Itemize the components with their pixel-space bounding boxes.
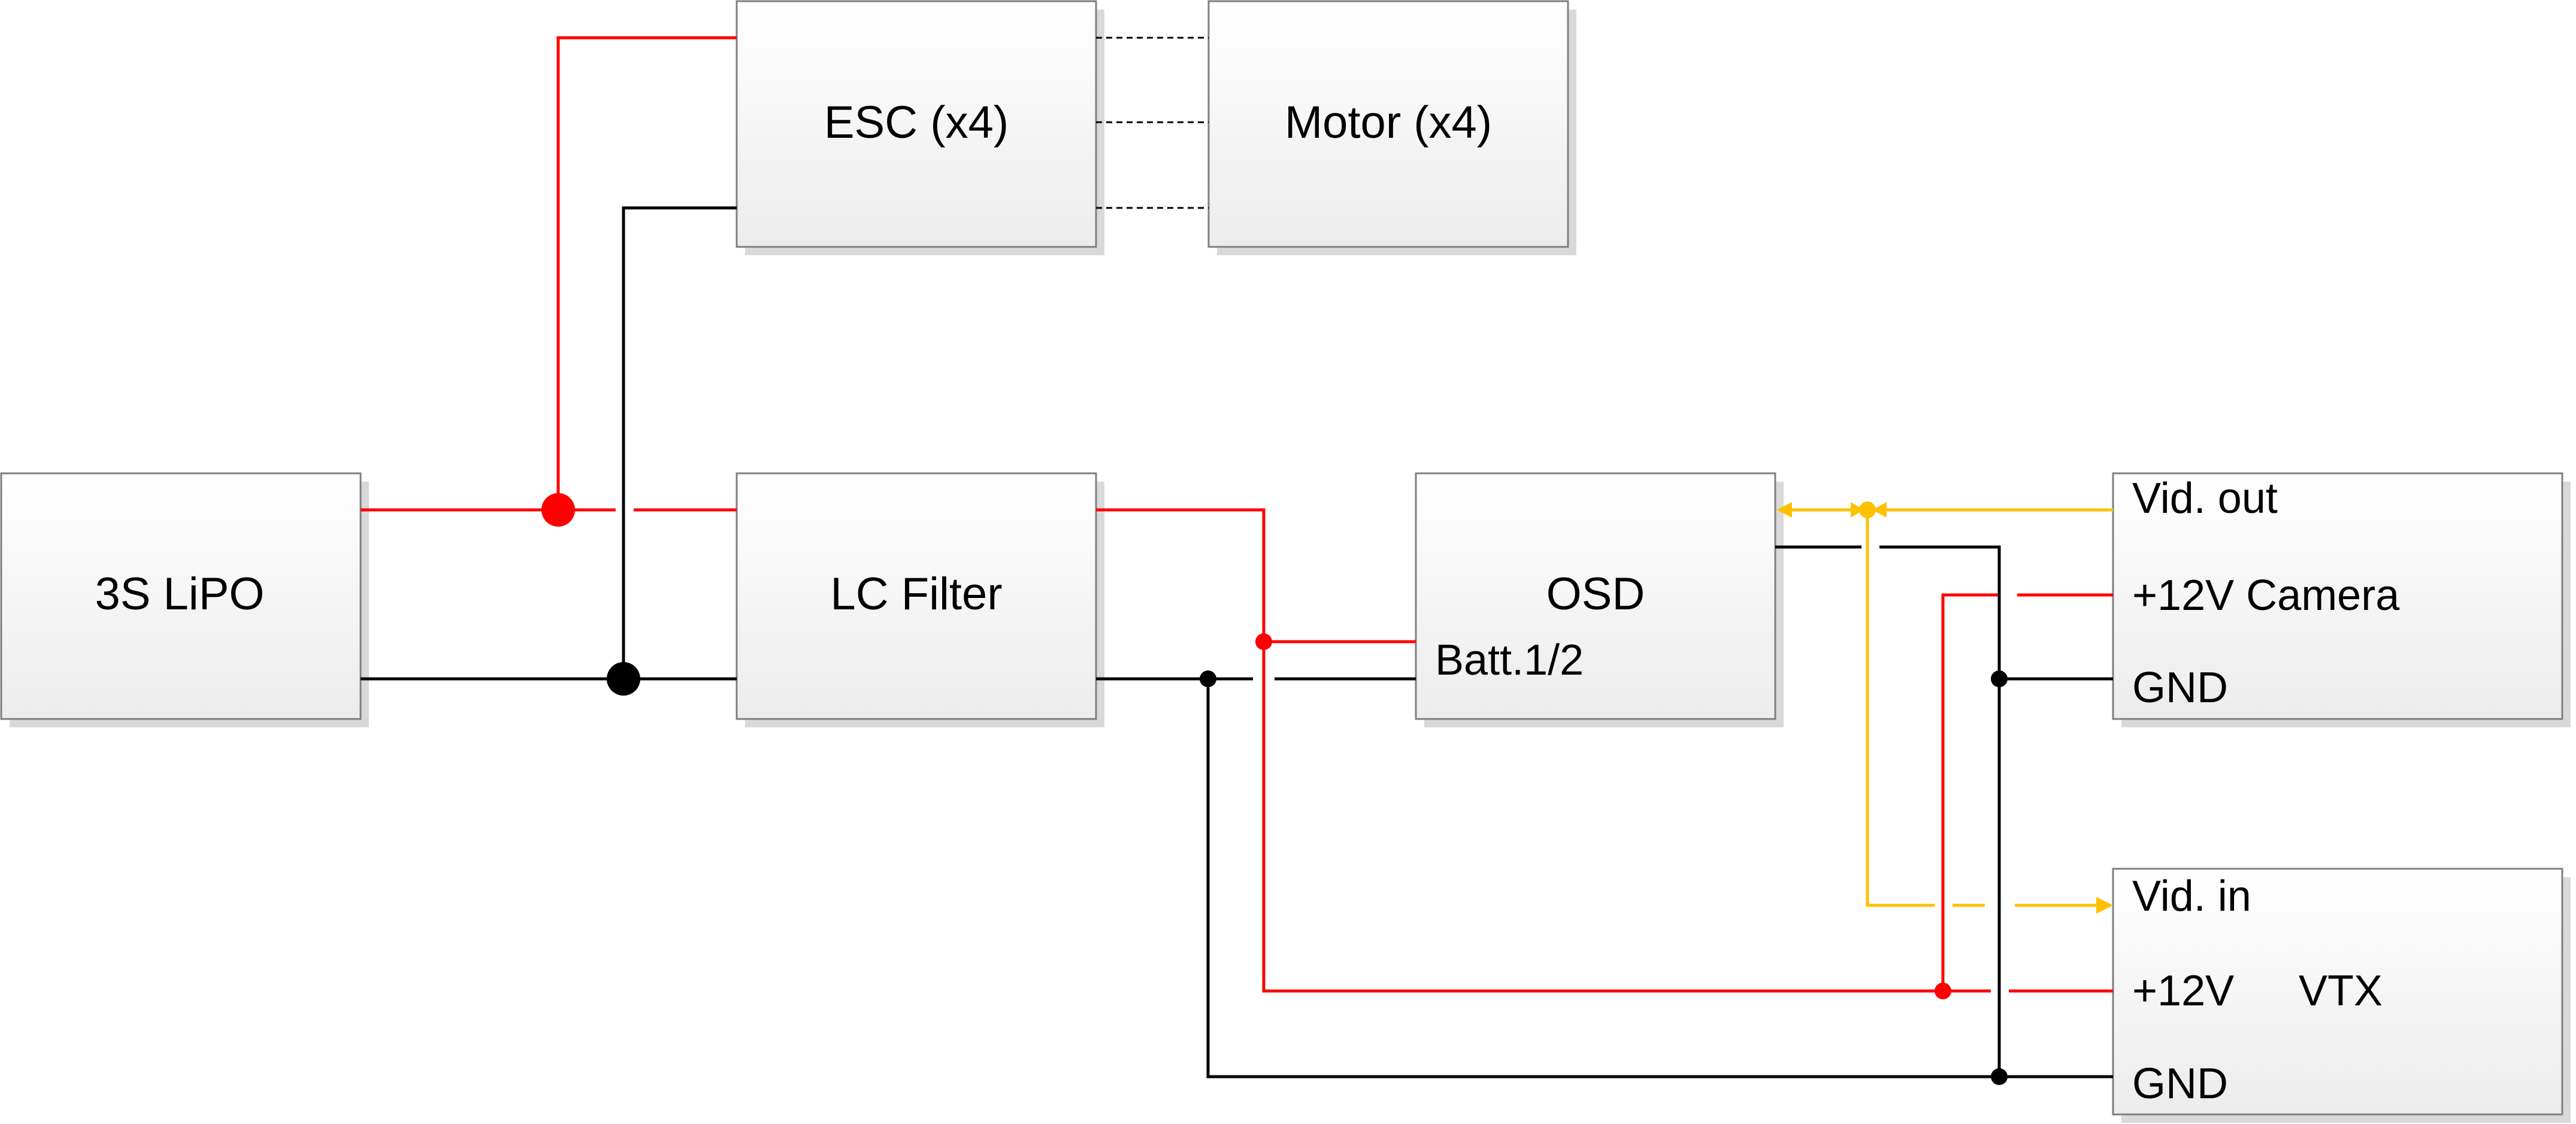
- wire-osd-gnd-b: [1879, 545, 2001, 1077]
- block-motor-label: Motor (x4): [1285, 97, 1492, 148]
- camera-port-power: +12V Camera: [2132, 572, 2400, 620]
- osd-port-batt: Batt.1/2: [1435, 636, 1584, 684]
- junction-vtx-gnd: [1991, 1068, 2008, 1085]
- junction-osd-batt: [1255, 633, 1272, 650]
- camera-port-vid-out: Vid. out: [2132, 475, 2278, 522]
- block-camera: Vid. out +12V Camera GND: [2112, 472, 2571, 727]
- camera-port-gnd: GND: [2132, 664, 2228, 712]
- arrow-junction-right: [1872, 502, 1887, 518]
- junction-camera-gnd: [1991, 670, 2008, 687]
- vtx-name: VTX: [2299, 967, 2383, 1015]
- video-wires: [1790, 508, 2113, 907]
- wire-lc-out-positive: [1096, 508, 1999, 993]
- vtx-port-vid-in: Vid. in: [2132, 872, 2251, 920]
- wire-esc-gnd: [622, 206, 737, 679]
- wire-esc-positive: [556, 36, 737, 510]
- arrow-into-osd: [1776, 502, 1792, 518]
- block-esc: ESC (x4): [735, 0, 1104, 255]
- vtx-port-power: +12V: [2132, 967, 2234, 1015]
- block-3s-lipo-label: 3S LiPO: [95, 569, 264, 620]
- wire-gnd-bus: [1206, 679, 2113, 1078]
- block-osd: OSD Batt.1/2: [1415, 472, 1784, 727]
- junction-video: [1859, 501, 1876, 518]
- vtx-port-gnd: GND: [2132, 1060, 2228, 1108]
- wire-video-to-vtx-a: [1866, 510, 1935, 907]
- junction-battery-positive: [541, 493, 575, 527]
- block-osd-label: OSD: [1546, 569, 1645, 620]
- power-positive-wires: [361, 36, 2113, 993]
- ground-wires: [361, 206, 2113, 1078]
- junction-lc-gnd: [1200, 670, 1216, 687]
- block-vtx: Vid. in +12V VTX GND: [2112, 868, 2571, 1123]
- arrow-into-vtx: [2096, 897, 2113, 914]
- block-3s-lipo: 3S LiPO: [0, 472, 369, 727]
- block-lc-filter-label: LC Filter: [830, 569, 1002, 620]
- junction-vtx-power: [1935, 983, 1951, 999]
- video-arrowheads: [1776, 502, 2113, 914]
- block-motor: Motor (x4): [1207, 0, 1576, 255]
- arrow-junction-left: [1851, 502, 1864, 518]
- block-esc-label: ESC (x4): [824, 97, 1009, 148]
- junction-battery-gnd: [607, 662, 640, 696]
- block-lc-filter: LC Filter: [735, 472, 1104, 727]
- junction-dots: [541, 493, 2008, 1085]
- esc-motor-links: [1096, 37, 1209, 209]
